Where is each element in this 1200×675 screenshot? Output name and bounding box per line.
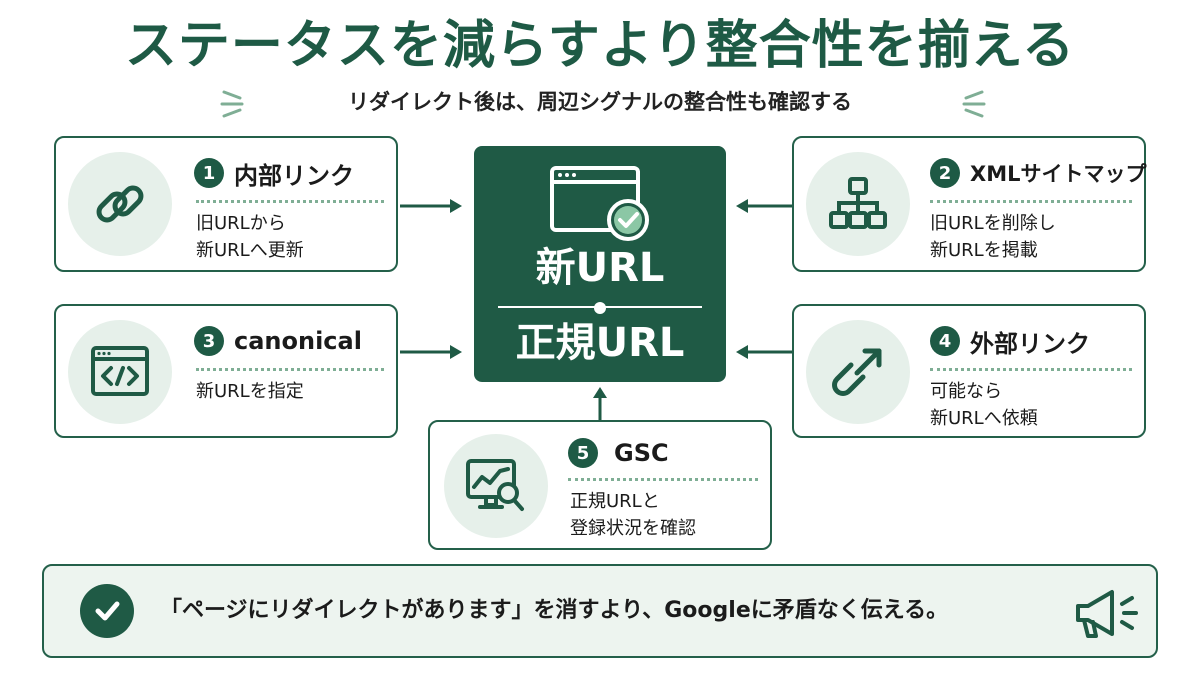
step-number: 4 (930, 326, 960, 356)
icon-circle (68, 320, 172, 424)
arrow-right-icon (400, 199, 462, 213)
arrow-right-icon (400, 345, 462, 359)
card-heading: 内部リンク (234, 161, 354, 190)
browser-check-icon (550, 166, 649, 241)
card-body-line: 新URLを掲載 (930, 240, 1038, 261)
center-new-url-label: 新URL (535, 245, 665, 291)
card-body-line: 新URLを指定 (196, 381, 304, 402)
megaphone-icon (1076, 590, 1138, 638)
card-body: 新URLを指定 (196, 378, 304, 405)
card-gsc: 5 GSC 正規URLと 登録状況を確認 (428, 420, 772, 550)
code-window-icon (91, 346, 149, 396)
step-number: 3 (194, 326, 224, 356)
card-body-line: 旧URLを削除し (930, 213, 1056, 234)
card-body: 可能なら 新URLへ依頼 (930, 378, 1038, 432)
link-chain-icon (96, 185, 144, 223)
card-body-line: 旧URLから (196, 213, 286, 234)
card-heading: 外部リンク (970, 329, 1090, 358)
dotted-divider (196, 368, 384, 371)
subtitle: リダイレクト後は、周辺シグナルの整合性も確認する (348, 90, 852, 114)
card-heading: GSC (614, 439, 669, 467)
card-heading: XMLサイトマップ (970, 162, 1147, 186)
card-body-line: 可能なら (930, 381, 1002, 402)
card-body: 旧URLを削除し 新URLを掲載 (930, 210, 1056, 264)
card-heading: canonical (234, 327, 362, 355)
icon-circle (444, 434, 548, 538)
page-title: ステータスを減らすより整合性を揃える (124, 16, 1076, 76)
step-number: 5 (568, 438, 598, 468)
icon-circle (806, 320, 910, 424)
card-external-links: 4 外部リンク 可能なら 新URLへ依頼 (792, 304, 1146, 438)
external-link-icon (832, 348, 882, 396)
sparkle-left-icon (220, 90, 244, 118)
arrow-left-icon (736, 345, 792, 359)
step-number: 2 (930, 158, 960, 188)
card-canonical: 3 canonical 新URLを指定 (54, 304, 398, 438)
card-body-line: 新URLへ依頼 (930, 408, 1038, 429)
sitemap-icon (829, 177, 887, 229)
card-body: 正規URLと 登録状況を確認 (570, 488, 696, 542)
analytics-monitor-icon (466, 459, 524, 511)
center-canonical-label: 正規URL (515, 320, 685, 366)
arrow-left-icon (736, 199, 792, 213)
step-number: 1 (194, 158, 224, 188)
card-xml-sitemap: 2 XMLサイトマップ 旧URLを削除し 新URLを掲載 (792, 136, 1146, 272)
icon-circle (806, 152, 910, 256)
dotted-divider (930, 200, 1132, 203)
icon-circle (68, 152, 172, 256)
summary-banner: 「ページにリダイレクトがあります」を消すより、Googleに矛盾なく伝える。 (42, 564, 1158, 658)
summary-text: 「ページにリダイレクトがあります」を消すより、Googleに矛盾なく伝える。 (160, 598, 949, 623)
arrow-up-icon (593, 387, 607, 420)
sparkle-right-icon (962, 90, 986, 118)
check-icon (80, 584, 134, 638)
card-body-line: 登録状況を確認 (570, 518, 696, 539)
card-body: 旧URLから 新URLへ更新 (196, 210, 304, 264)
dotted-divider (930, 368, 1132, 371)
card-body-line: 新URLへ更新 (196, 240, 304, 261)
dotted-divider (568, 478, 758, 481)
dotted-divider (196, 200, 384, 203)
card-internal-links: 1 内部リンク 旧URLから 新URLへ更新 (54, 136, 398, 272)
card-body-line: 正規URLと (570, 491, 660, 512)
center-divider-dot (594, 302, 606, 314)
center-canonical-url-box: 新URL 正規URL (474, 146, 726, 382)
